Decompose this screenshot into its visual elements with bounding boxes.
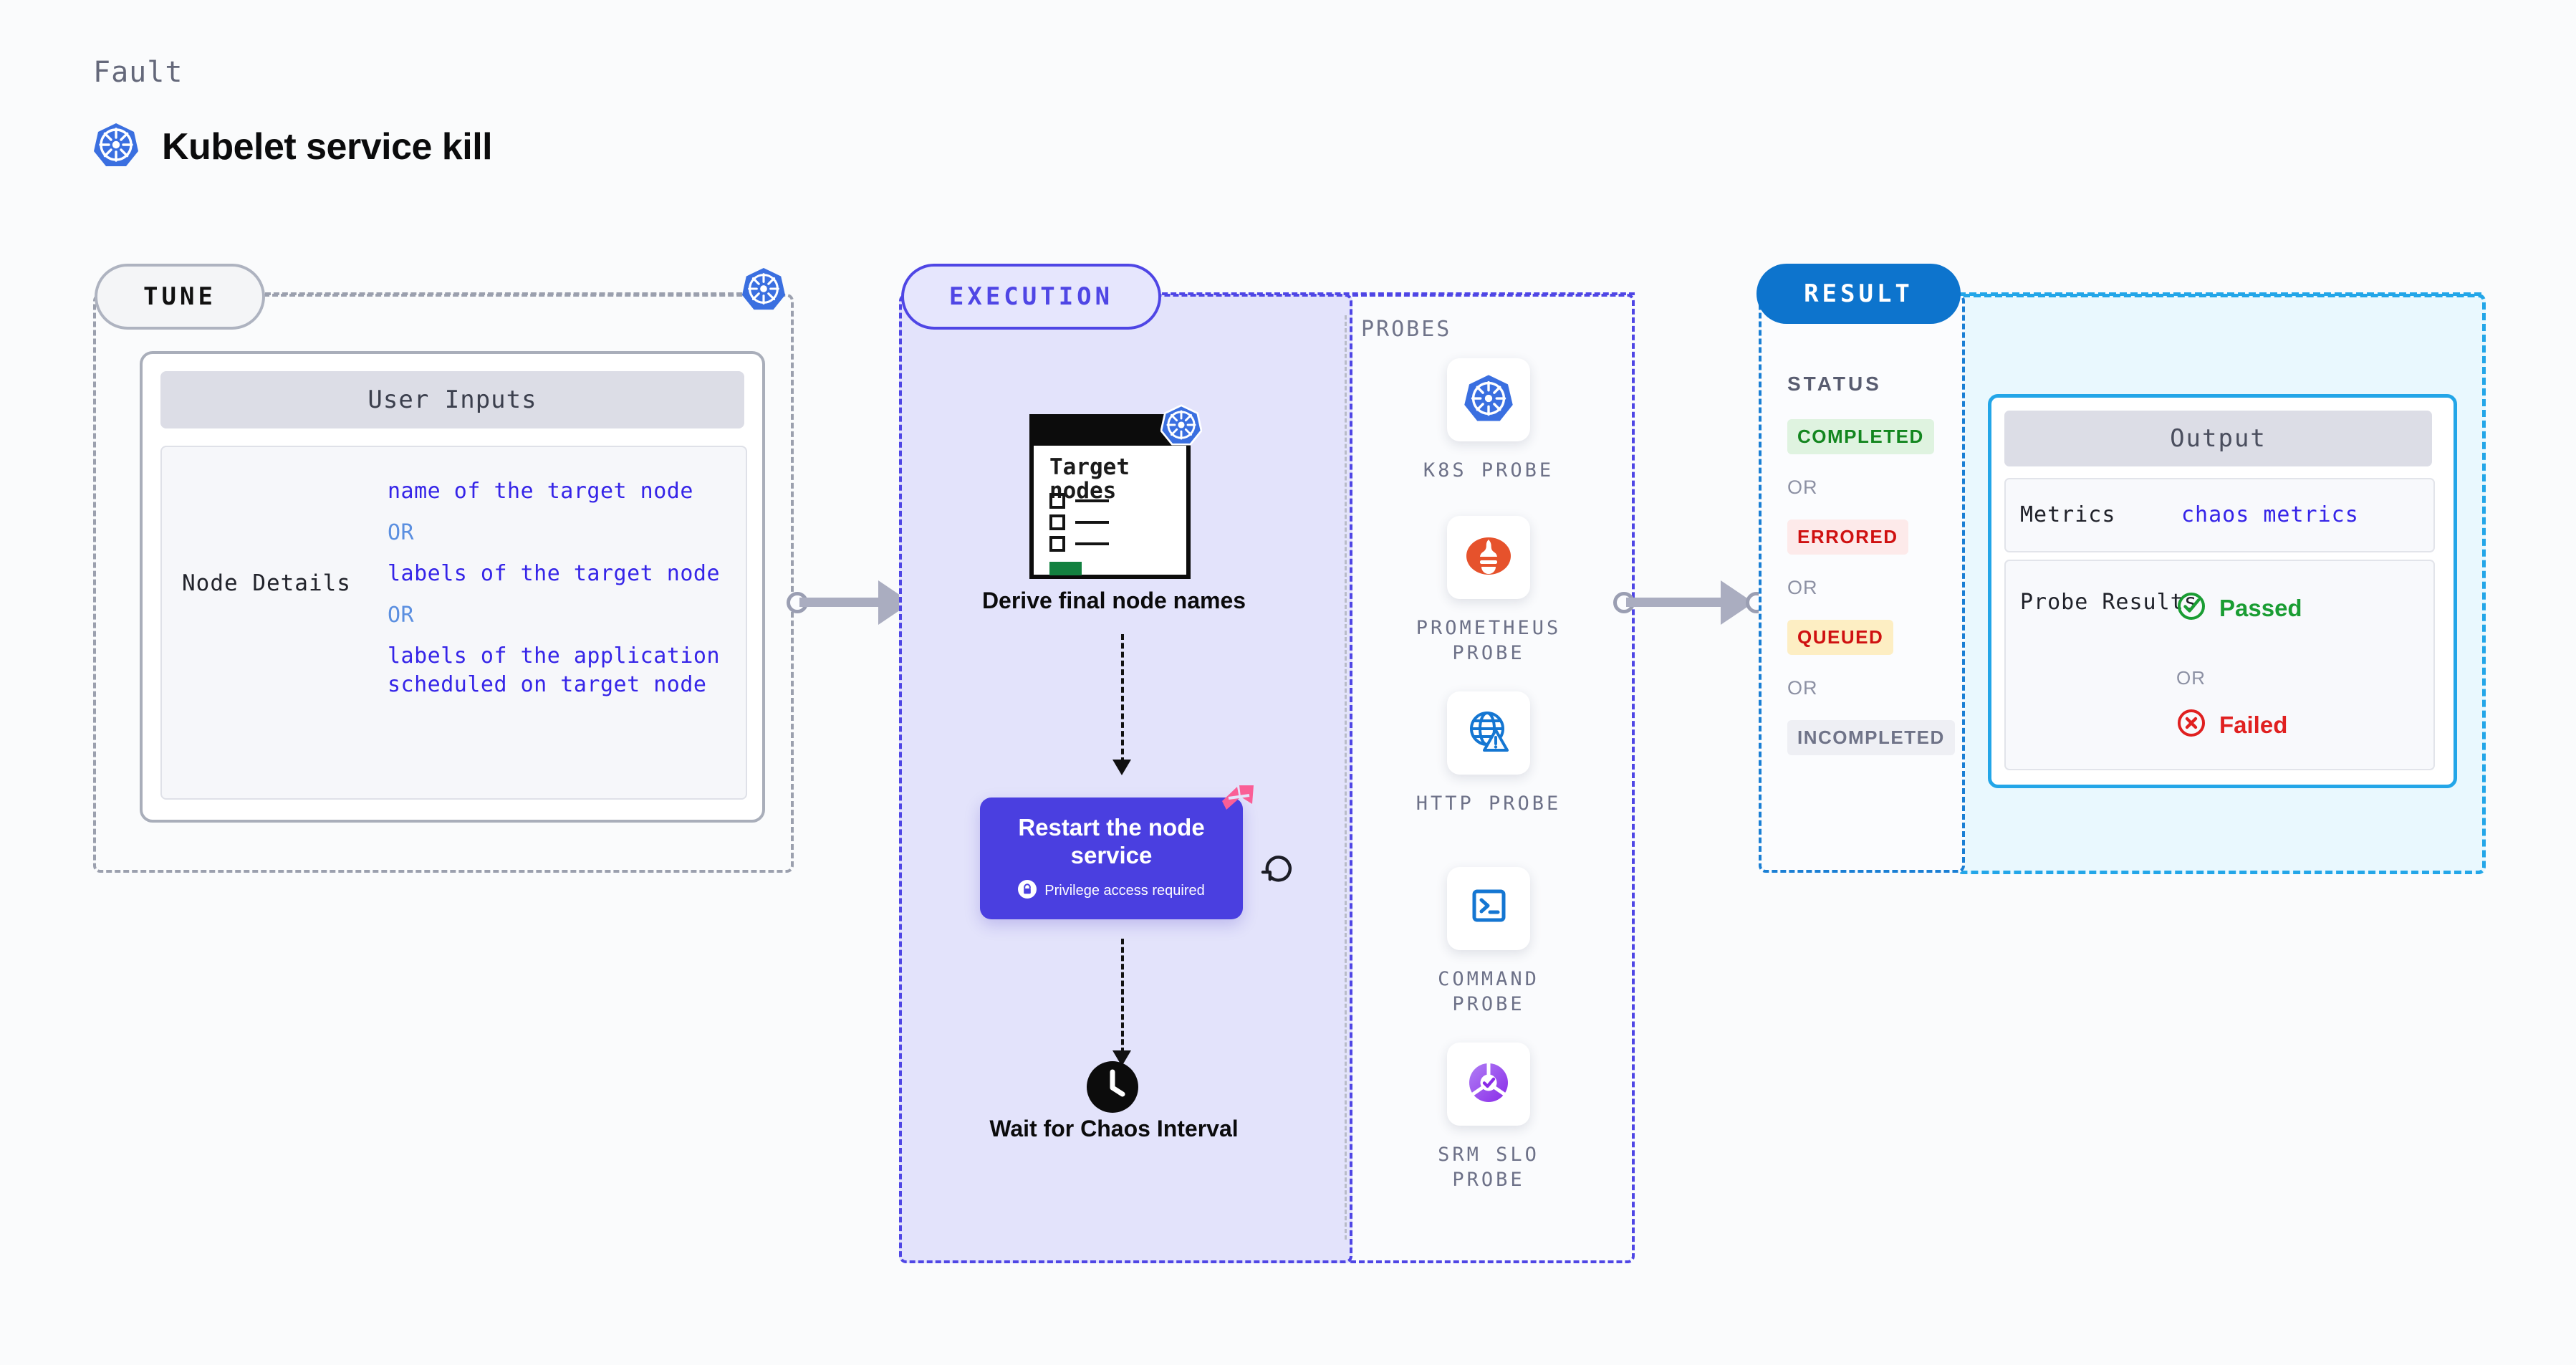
- connector-bar: [799, 598, 893, 607]
- output-card: Output Metrics chaos metrics Probe Resul…: [1988, 394, 2457, 788]
- flow-arrow-line: [1121, 634, 1124, 763]
- flow-arrow-head: [1112, 760, 1131, 775]
- probe-prometheus[interactable]: PROMETHEUS PROBE: [1395, 516, 1582, 666]
- execution-stage-chip[interactable]: EXECUTION: [901, 264, 1161, 330]
- status-section-label: STATUS: [1787, 373, 1882, 395]
- checkbox-icon: [1049, 536, 1065, 552]
- probe-result-failed: Failed: [2176, 708, 2287, 742]
- document-icon: Target nodes: [1029, 414, 1191, 579]
- lock-icon: [1018, 879, 1037, 903]
- user-inputs-header: User Inputs: [160, 371, 744, 428]
- probe-tile: [1447, 1043, 1530, 1126]
- or-separator: OR: [1787, 677, 1818, 699]
- http-globe-warning-icon: [1463, 706, 1514, 761]
- x-circle-icon: [2176, 708, 2206, 742]
- status-badge-incompleted: INCOMPLETED: [1787, 720, 1955, 755]
- probe-results-label: Probe Results: [2020, 590, 2198, 615]
- metrics-row: Metrics chaos metrics: [2004, 478, 2435, 552]
- output-header: Output: [2004, 411, 2432, 466]
- tune-connector-line: [256, 292, 751, 295]
- user-inputs-card: User Inputs Node Details name of the tar…: [140, 351, 765, 823]
- restart-node-title: Restart the node service: [1018, 814, 1205, 868]
- probe-tile: [1447, 358, 1530, 441]
- tune-stage-panel: [93, 294, 794, 873]
- probe-srm-slo[interactable]: SRM SLO PROBE: [1395, 1043, 1582, 1192]
- probe-tile: [1447, 691, 1530, 775]
- document-progress-bar: [1049, 562, 1082, 575]
- kubernetes-icon: [93, 122, 139, 171]
- probe-passed-label: Passed: [2219, 594, 2302, 621]
- kubernetes-icon: [1160, 404, 1203, 449]
- probes-divider: [1345, 315, 1347, 1240]
- probe-label: HTTP PROBE: [1416, 792, 1562, 815]
- or-separator: OR: [388, 519, 415, 545]
- or-separator: OR: [2176, 667, 2206, 689]
- fault-eyebrow-label: Fault: [93, 56, 183, 89]
- checklist-row: [1049, 536, 1109, 552]
- or-separator: OR: [1787, 577, 1818, 598]
- kubernetes-icon: [741, 267, 786, 315]
- harness-icon: [1218, 782, 1259, 828]
- metrics-label: Metrics: [2020, 502, 2116, 527]
- probe-label: COMMAND PROBE: [1438, 968, 1539, 1015]
- node-details-values: name of the target node OR labels of the…: [388, 477, 739, 699]
- page-title: Kubelet service kill: [162, 125, 493, 168]
- probe-tile: [1447, 516, 1530, 599]
- clock-icon[interactable]: [1086, 1060, 1139, 1117]
- probe-failed-label: Failed: [2219, 711, 2288, 738]
- probe-command[interactable]: COMMAND PROBE: [1395, 867, 1582, 1017]
- node-input-option-2: labels of the target node: [388, 561, 721, 587]
- result-stage-chip[interactable]: RESULT: [1756, 264, 1961, 324]
- probes-section-label: PROBES: [1361, 317, 1452, 342]
- privilege-notice-text: Privilege access required: [1044, 883, 1205, 899]
- fault-title-row: Kubelet service kill: [93, 122, 493, 171]
- node-details-label: Node Details: [182, 570, 351, 596]
- document-title: Target nodes: [1049, 454, 1130, 504]
- node-input-option-3: labels of the application scheduled on t…: [388, 643, 721, 697]
- or-separator: OR: [1787, 476, 1818, 498]
- flow-arrow-line: [1121, 939, 1124, 1053]
- probe-http[interactable]: HTTP PROBE: [1395, 691, 1582, 817]
- terminal-icon: [1463, 881, 1514, 937]
- checklist-row: [1049, 514, 1109, 530]
- document-titlebar: [1034, 418, 1186, 446]
- checkbox-icon: [1049, 514, 1065, 530]
- restart-the-node-service-node[interactable]: Restart the node service Privilege acces…: [980, 798, 1243, 919]
- execution-connector-line: [1153, 292, 1635, 295]
- derive-final-node-names-node[interactable]: Target nodes: [1029, 404, 1203, 583]
- user-inputs-body: Node Details name of the target node OR …: [160, 446, 747, 800]
- or-separator: OR: [388, 602, 415, 628]
- result-status-stage-panel: [1759, 294, 1965, 873]
- prometheus-icon: [1463, 530, 1514, 585]
- status-badge-completed: COMPLETED: [1787, 419, 1934, 454]
- node-input-option-1: name of the target node: [388, 479, 693, 504]
- probe-results-row: Probe Results Passed OR Failed: [2004, 560, 2435, 770]
- probe-k8s[interactable]: K8S PROBE: [1395, 358, 1582, 484]
- status-badge-errored: ERRORED: [1787, 519, 1908, 555]
- kubernetes-icon: [1463, 373, 1514, 428]
- checklist-row: [1049, 493, 1109, 509]
- status-badge-queued: QUEUED: [1787, 620, 1894, 655]
- check-circle-icon: [2176, 591, 2206, 625]
- probe-label: PROMETHEUS PROBE: [1416, 617, 1562, 664]
- derive-final-node-names-caption: Derive final node names: [981, 588, 1246, 613]
- result-connector-line: [1959, 292, 2481, 296]
- srm-slo-icon: [1463, 1057, 1514, 1112]
- probe-label: K8S PROBE: [1423, 459, 1554, 482]
- privilege-notice: Privilege access required: [1018, 879, 1205, 903]
- refresh-icon[interactable]: [1260, 849, 1297, 890]
- probe-tile: [1447, 867, 1530, 950]
- wait-for-chaos-interval-caption: Wait for Chaos Interval: [989, 1116, 1239, 1141]
- connector-bar: [1626, 598, 1737, 607]
- probe-label: SRM SLO PROBE: [1438, 1144, 1539, 1191]
- probe-result-passed: Passed: [2176, 591, 2302, 625]
- metrics-value[interactable]: chaos metrics: [2181, 502, 2359, 527]
- checkbox-icon: [1049, 493, 1065, 509]
- tune-stage-chip[interactable]: TUNE: [95, 264, 265, 330]
